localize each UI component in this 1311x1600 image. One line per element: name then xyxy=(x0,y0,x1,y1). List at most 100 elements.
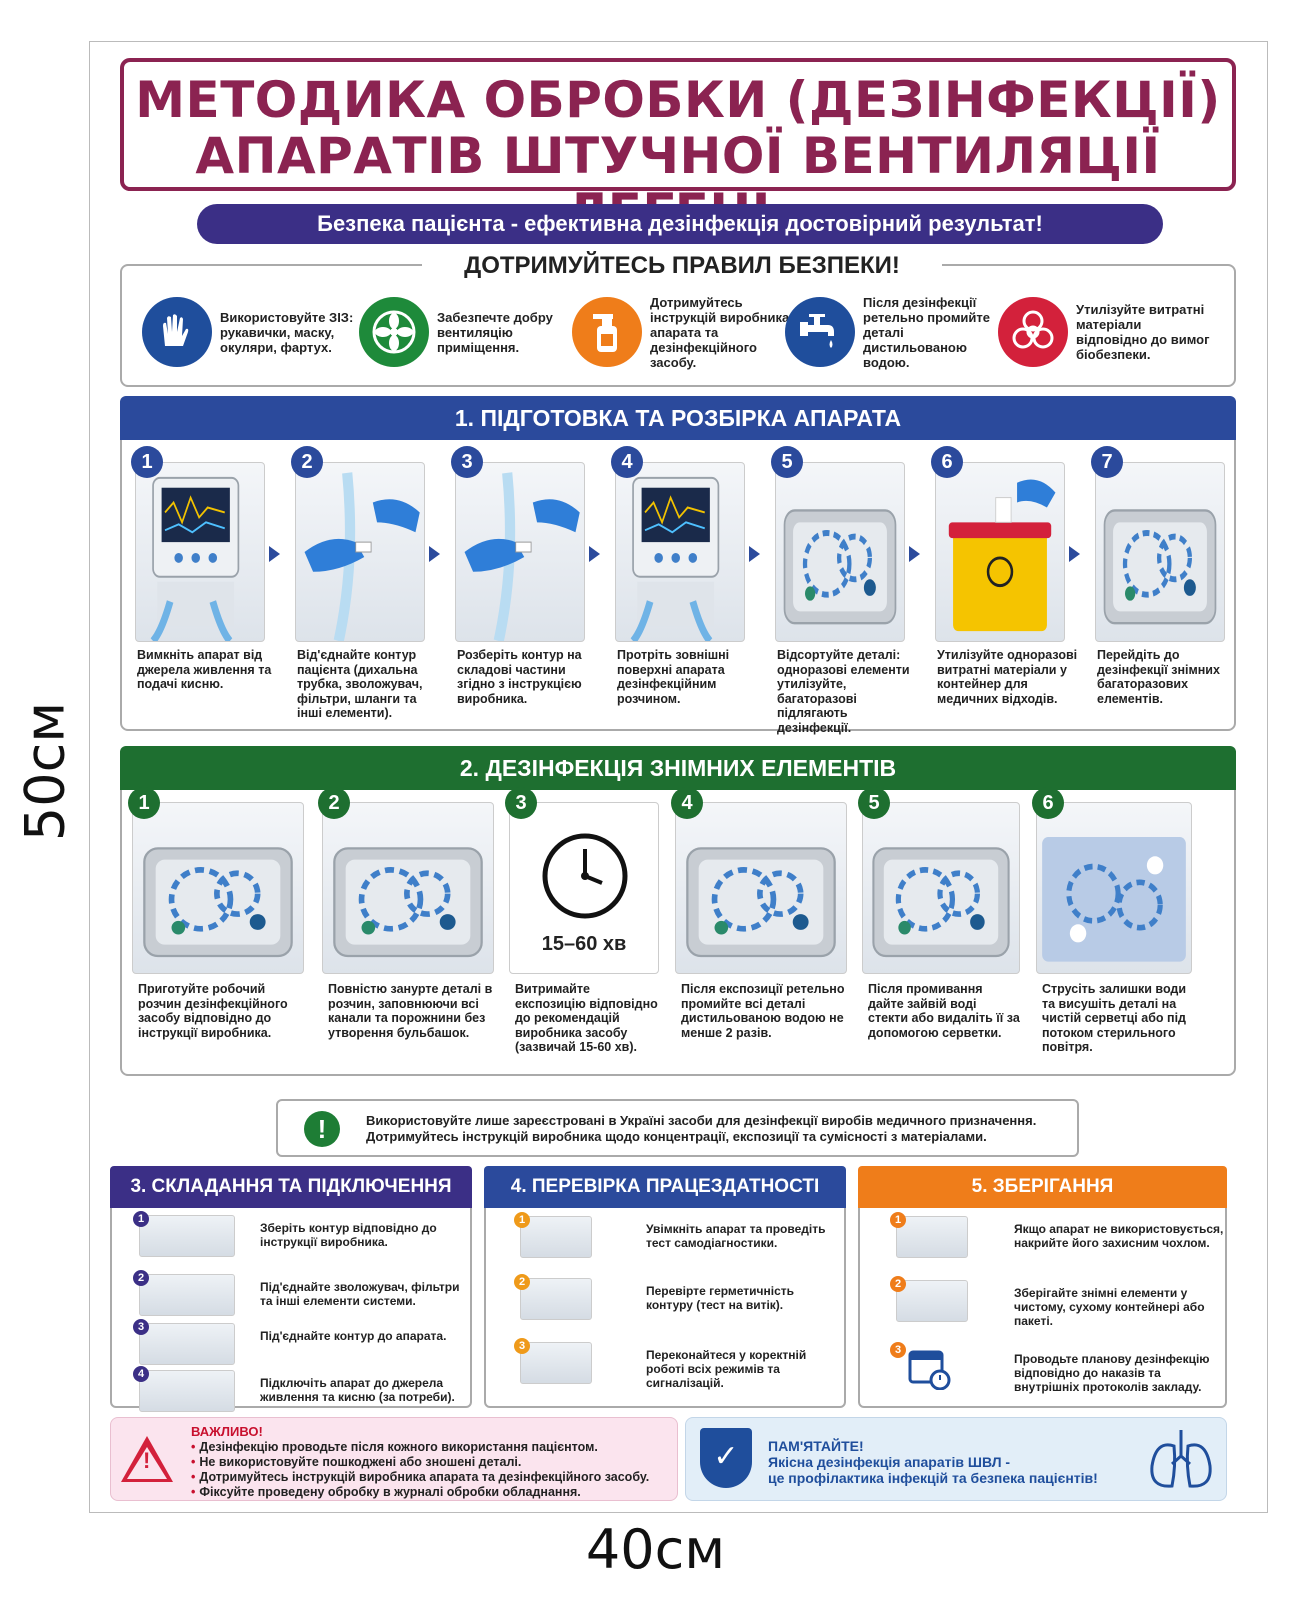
note-text: Використовуйте лише зареєстровані в Укра… xyxy=(366,1113,1036,1145)
title-line-1: МЕТОДИКА ОБРОБКИ (ДЕЗІНФЕКЦІЇ) xyxy=(135,71,1221,129)
item-number: 1 xyxy=(514,1212,530,1228)
item-thumbnail xyxy=(139,1370,235,1412)
item-text: Увімкніть апарат та проведіть тест самод… xyxy=(646,1222,826,1250)
remember-title: ПАМ'ЯТАЙТЕ! xyxy=(768,1438,864,1454)
step-text: Протріть зовнішні поверхні апарата дезін… xyxy=(617,648,730,706)
step-number: 2 xyxy=(291,446,323,478)
step-photo xyxy=(132,802,304,974)
arrow-right-icon xyxy=(749,546,760,562)
width-dimension-label: 40см xyxy=(585,1518,726,1581)
item-thumbnail xyxy=(520,1216,592,1258)
subtitle-banner: Безпека пацієнта - ефективна дезінфекція… xyxy=(197,204,1163,244)
step-photo xyxy=(1095,462,1225,642)
step-photo xyxy=(1036,802,1192,974)
lungs-icon xyxy=(1150,1430,1212,1488)
rule-text: Забезпечте добру вентиляцію приміщення. xyxy=(437,309,553,355)
step-number: 3 xyxy=(451,446,483,478)
fan-icon xyxy=(359,297,429,367)
water-tap-icon xyxy=(785,297,855,367)
item-thumbnail xyxy=(139,1215,235,1257)
remember-panel: ✓ ПАМ'ЯТАЙТЕ! Якісна дезінфекція апараті… xyxy=(685,1417,1227,1501)
step-photo xyxy=(862,802,1020,974)
item-number: 3 xyxy=(890,1342,906,1358)
item-number: 4 xyxy=(133,1366,149,1382)
remember-text: Якісна дезінфекція апаратів ШВЛ - це про… xyxy=(768,1454,1098,1486)
item-thumbnail xyxy=(139,1274,235,1316)
rule-item: Забезпечте добру вентиляцію приміщення. xyxy=(359,296,577,368)
important-item: Фіксуйте проведену обробку в журналі обр… xyxy=(191,1485,649,1500)
calendar-icon xyxy=(896,1346,968,1391)
section-disinfection-title: 2. ДЕЗІНФЕКЦІЯ ЗНІМНИХ ЕЛЕМЕНТІВ xyxy=(120,746,1236,790)
item-text: Зберігайте знімні елементи у чистому, су… xyxy=(1014,1286,1205,1328)
important-title: ВАЖЛИВО! xyxy=(191,1424,263,1439)
step-number: 5 xyxy=(771,446,803,478)
step-photo xyxy=(322,802,494,974)
item-thumbnail xyxy=(896,1280,968,1322)
gloves-icon xyxy=(142,297,212,367)
page-title: МЕТОДИКА ОБРОБКИ (ДЕЗІНФЕКЦІЇ) АПАРАТІВ … xyxy=(120,58,1236,240)
rule-item: Дотримуйтесь інструкцій виробника апарат… xyxy=(572,294,790,370)
note-line-1: Використовуйте лише зареєстровані в Укра… xyxy=(366,1113,1037,1128)
rule-item: Після дезінфекції ретельно промийте дета… xyxy=(785,295,1003,370)
section-storage-title: 5. ЗБЕРІГАННЯ xyxy=(858,1166,1227,1208)
step-text: Від'єднайте контур пацієнта (дихальна тр… xyxy=(297,648,423,720)
step-number: 1 xyxy=(128,787,160,819)
biohazard-icon xyxy=(998,297,1068,367)
item-thumbnail xyxy=(520,1278,592,1320)
item-text: Якщо апарат не використовується, накрийт… xyxy=(1014,1222,1224,1250)
important-item: Дезінфекцію проводьте після кожного вико… xyxy=(191,1440,649,1455)
step-number: 4 xyxy=(611,446,643,478)
item-thumbnail xyxy=(520,1342,592,1384)
step-text: Струсіть залишки води та висушіть деталі… xyxy=(1042,982,1187,1054)
step-text: Утилізуйте одноразові витратні матеріали… xyxy=(937,648,1078,706)
step-number: 7 xyxy=(1091,446,1123,478)
item-thumbnail xyxy=(139,1323,235,1365)
item-number: 2 xyxy=(133,1270,149,1286)
section-preparation: 1. ПІДГОТОВКА ТА РОЗБІРКА АПАРАТА xyxy=(120,396,1236,731)
arrow-right-icon xyxy=(269,546,280,562)
rule-text: Утилізуйте витратні матеріали відповідно… xyxy=(1076,302,1210,362)
arrow-right-icon xyxy=(589,546,600,562)
step-text: Після промивання дайте зайвій воді стект… xyxy=(868,982,1020,1040)
safety-rules-title: ДОТРИМУЙТЕСЬ ПРАВИЛ БЕЗПЕКИ! xyxy=(422,252,942,280)
step-photo xyxy=(935,462,1065,642)
arrow-right-icon xyxy=(1069,546,1080,562)
step-number: 2 xyxy=(318,787,350,819)
item-text: Проводьте планову дезінфекцію відповідно… xyxy=(1014,1352,1210,1394)
rule-item: Використовуйте ЗІЗ: рукавички, маску, ок… xyxy=(142,296,360,368)
spray-bottle-icon xyxy=(572,297,642,367)
step-text: Після експозиції ретельно промийте всі д… xyxy=(681,982,845,1040)
clock-icon xyxy=(540,831,630,926)
step-text: Перейдіть до дезінфекції знімних багатор… xyxy=(1097,648,1220,706)
clock-label: 15–60 хв xyxy=(541,933,627,955)
item-text: Переконайтеся у коректній роботі всіх ре… xyxy=(646,1348,807,1390)
height-dimension-label: 50см xyxy=(13,701,77,842)
important-item: Дотримуйтесь інструкцій виробника апарат… xyxy=(191,1470,649,1485)
step-number: 6 xyxy=(1032,787,1064,819)
step-photo xyxy=(135,462,265,642)
step-text: Вимкніть апарат від джерела живлення та … xyxy=(137,648,272,691)
item-text: Під'єднайте контур до апарата. xyxy=(260,1329,447,1343)
step-photo xyxy=(775,462,905,642)
section-disinfection: 2. ДЕЗІНФЕКЦІЯ ЗНІМНИХ ЕЛЕМЕНТІВ xyxy=(120,746,1236,1076)
item-number: 3 xyxy=(514,1338,530,1354)
item-number: 3 xyxy=(133,1319,149,1335)
step-photo xyxy=(455,462,585,642)
item-number: 1 xyxy=(890,1212,906,1228)
item-number: 1 xyxy=(133,1211,149,1227)
rule-text: Використовуйте ЗІЗ: рукавички, маску, ок… xyxy=(220,309,354,355)
rule-item: Утилізуйте витратні матеріали відповідно… xyxy=(998,296,1216,368)
rule-text: Дотримуйтесь інструкцій виробника апарат… xyxy=(650,294,790,370)
step-number: 4 xyxy=(671,787,703,819)
shield-check-icon: ✓ xyxy=(700,1428,752,1488)
item-text: Під'єднайте зволожувач, фільтри та інші … xyxy=(260,1280,460,1308)
item-text: Перевірте герметичність контуру (тест на… xyxy=(646,1284,795,1312)
item-thumbnail xyxy=(896,1216,968,1258)
section-preparation-title: 1. ПІДГОТОВКА ТА РОЗБІРКА АПАРАТА xyxy=(120,396,1236,440)
step-text: Повністю занурте деталі в розчин, заповн… xyxy=(328,982,493,1040)
item-number: 2 xyxy=(890,1276,906,1292)
section-assembly-title: 3. СКЛАДАННЯ ТА ПІДКЛЮЧЕННЯ xyxy=(110,1166,472,1208)
